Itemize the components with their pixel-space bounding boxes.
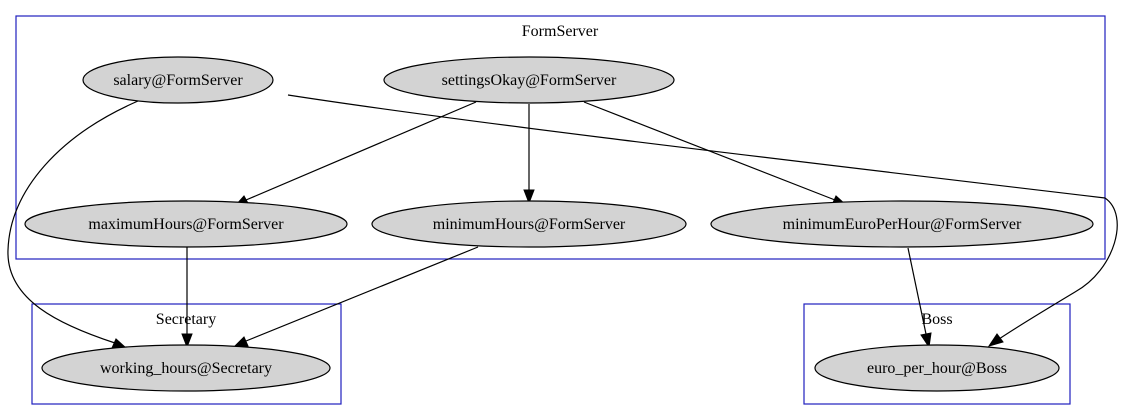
node-ellipse [371, 200, 687, 248]
edge-line [287, 94, 1118, 340]
node-label: maximumHours@FormServer [88, 216, 284, 233]
arrowhead [920, 332, 932, 349]
edge-settings-to-minimum-hours [523, 104, 535, 205]
node-ellipse [383, 56, 675, 104]
cluster-formserver: FormServer [15, 15, 1106, 260]
node-salary[interactable]: salary@FormServer [82, 56, 274, 104]
edge-salary-to-euro-per-hour [287, 94, 1118, 347]
node-label: minimumHours@FormServer [433, 216, 626, 233]
arrowhead [181, 333, 193, 349]
nodes: salary@FormServer settingsOkay@FormServe… [24, 56, 1094, 392]
node-settings-okay[interactable]: settingsOkay@FormServer [383, 56, 675, 104]
node-working-hours[interactable]: working_hours@Secretary [41, 344, 331, 392]
edge-salary-to-working-hours [7, 100, 139, 349]
node-ellipse [82, 56, 274, 104]
node-label: working_hours@Secretary [100, 360, 272, 377]
node-minimum-euro-per-hour[interactable]: minimumEuroPerHour@FormServer [710, 200, 1094, 248]
node-maximum-hours[interactable]: maximumHours@FormServer [24, 200, 348, 248]
node-label: minimumEuroPerHour@FormServer [783, 216, 1022, 233]
node-ellipse [710, 200, 1094, 248]
cluster-secretary-label: Secretary [156, 311, 216, 328]
edge-maximum-hours-to-working-hours [181, 246, 193, 349]
edge-line [907, 247, 927, 335]
edge-minimum-euro-to-euro-per-hour [907, 247, 932, 349]
node-ellipse [24, 200, 348, 248]
edge-settings-to-maximum-hours [234, 101, 477, 206]
node-euro-per-hour[interactable]: euro_per_hour@Boss [814, 344, 1060, 392]
edges [7, 94, 1118, 349]
arrowhead [987, 333, 1004, 347]
node-ellipse [41, 344, 331, 392]
edge-line [245, 101, 477, 201]
node-minimum-hours[interactable]: minimumHours@FormServer [371, 200, 687, 248]
node-ellipse [814, 344, 1060, 392]
node-label: euro_per_hour@Boss [867, 360, 1007, 377]
node-label: salary@FormServer [113, 72, 243, 89]
edge-minimum-hours-to-working-hours [233, 246, 479, 347]
edge-line [245, 246, 479, 342]
edge-settings-to-minimum-euro [583, 101, 848, 206]
cluster-formserver-border [15, 15, 1106, 260]
cluster-formserver-label: FormServer [522, 23, 599, 40]
node-label: settingsOkay@FormServer [442, 72, 617, 89]
cluster-boss-label: Boss [921, 311, 952, 328]
arrowhead [523, 189, 535, 205]
cluster-boss-border [803, 303, 1071, 405]
arrowhead [233, 336, 249, 347]
edge-line [7, 100, 139, 344]
cluster-boss: Boss [803, 303, 1071, 405]
